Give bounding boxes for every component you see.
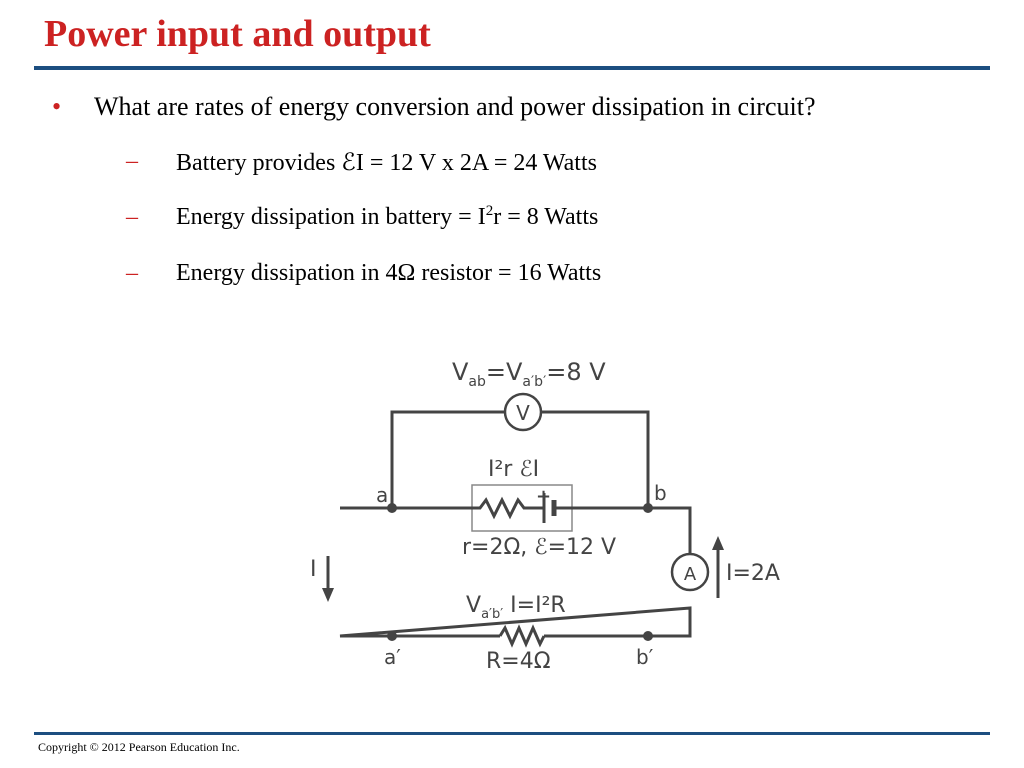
sub-item-marker: – — [126, 260, 138, 286]
resistor-zigzag — [498, 624, 546, 648]
battery-power-label: I²r ℰI — [488, 457, 539, 482]
node-b-dot — [643, 503, 653, 513]
voltmeter-icon — [503, 392, 543, 432]
sub-item-text: Energy dissipation in 4Ω resistor = 16 W… — [176, 260, 602, 286]
node-b-label: b — [654, 481, 667, 505]
sub-item-superscript: 2 — [485, 203, 494, 219]
current-left-label: I — [310, 557, 317, 582]
arrowhead-down-icon — [322, 588, 334, 602]
copyright-footer: Copyright © 2012 Pearson Education Inc. — [38, 740, 240, 754]
voltmeter-wire — [390, 410, 650, 508]
node-a-prime-dot — [387, 631, 397, 641]
arrowhead-up-icon — [712, 536, 724, 550]
node-a-prime-label: a′ — [384, 645, 401, 669]
battery-plus-sign: + — [536, 486, 551, 507]
ammeter-icon — [670, 552, 710, 592]
ammeter-symbol: A — [684, 564, 697, 585]
resistor-label: R=4Ω — [486, 649, 551, 674]
sub-item-marker: – — [126, 148, 138, 174]
voltmeter-symbol: V — [516, 401, 530, 425]
node-a-label: a — [376, 483, 388, 507]
bullet-marker: • — [52, 92, 62, 121]
slide-title: Power input and output — [44, 13, 431, 55]
top-voltage-label: Vab=Va′b′=8 V — [452, 358, 606, 390]
title-divider — [34, 66, 990, 70]
sub-item-marker: – — [126, 204, 138, 230]
sub-item-text-post: r = 8 Watts — [493, 204, 599, 230]
battery-params-label: r=2Ω, ℰ=12 V — [462, 535, 616, 560]
sub-item-text: Battery provides ℰI = 12 V x 2A = 24 Wat… — [176, 150, 597, 176]
circuit-diagram: Vab=Va′b′=8 V V I²r ℰI + r=2Ω, ℰ=12 V a … — [310, 358, 780, 674]
node-a-dot — [387, 503, 397, 513]
current-right-label: I=2A — [726, 561, 780, 586]
sub-item-text: Energy dissipation in battery = I2r = 8 … — [176, 204, 598, 231]
node-b-prime-dot — [643, 631, 653, 641]
sub-item-text-pre: Energy dissipation in battery = I — [176, 204, 486, 230]
bottom-voltage-label: Va′b′ I=I²R — [466, 593, 566, 622]
footer-divider — [34, 732, 990, 735]
bullet-text: What are rates of energy conversion and … — [94, 92, 816, 121]
node-b-prime-label: b′ — [636, 645, 654, 669]
